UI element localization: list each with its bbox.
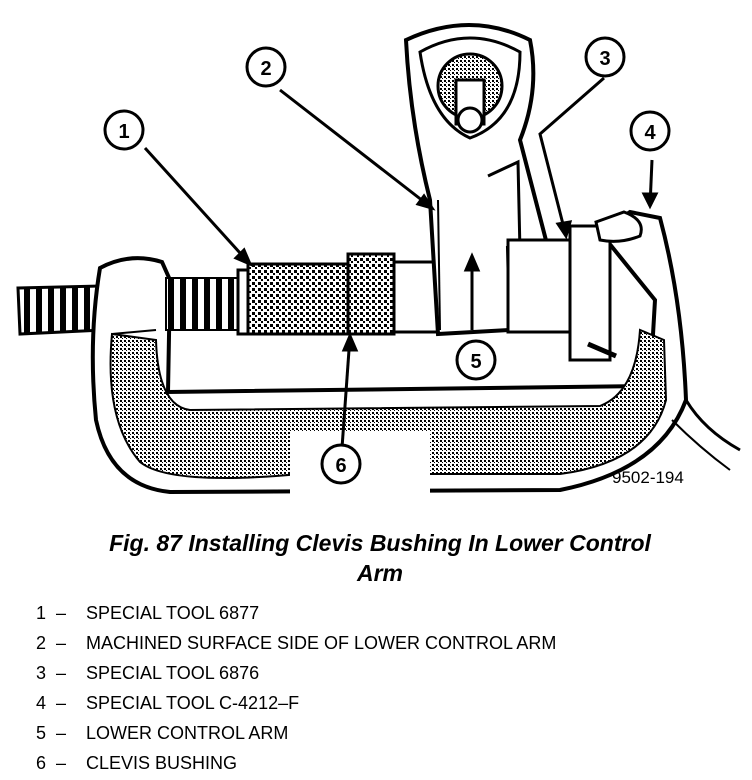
callout-5-label: 5 xyxy=(470,351,481,373)
legend-label: MACHINED SURFACE SIDE OF LOWER CONTROL A… xyxy=(86,633,557,653)
callout-6: 6 xyxy=(320,443,362,485)
legend-label: LOWER CONTROL ARM xyxy=(86,723,289,743)
forcing-screw xyxy=(165,268,252,336)
legend-number: 5 xyxy=(36,723,47,743)
legend-dash: – xyxy=(56,753,67,773)
callout-4: 4 xyxy=(629,110,671,152)
clevis-bushing xyxy=(346,252,440,336)
legend-item: 4–SPECIAL TOOL C-4212–F xyxy=(36,688,736,718)
callout-2: 2 xyxy=(245,46,287,88)
legend-item: 6–CLEVIS BUSHING xyxy=(36,748,736,778)
legend-dash: – xyxy=(56,603,67,623)
legend-item: 1–SPECIAL TOOL 6877 xyxy=(36,598,736,628)
legend-dash: – xyxy=(56,633,67,653)
legend-dash: – xyxy=(56,693,67,713)
legend-number: 2 xyxy=(36,633,47,653)
press-screw xyxy=(16,284,106,336)
leader-lines xyxy=(143,76,659,449)
legend-label: SPECIAL TOOL 6876 xyxy=(86,663,260,683)
legend-number: 4 xyxy=(36,693,47,713)
legend-label: SPECIAL TOOL 6877 xyxy=(86,603,260,623)
callout-4-label: 4 xyxy=(644,122,656,144)
legend-item: 3–SPECIAL TOOL 6876 xyxy=(36,658,736,688)
legend-dash: – xyxy=(56,723,67,743)
figure-reference: 9502-194 xyxy=(612,468,684,487)
special-tool-6877 xyxy=(246,262,352,336)
legend-item: 2–MACHINED SURFACE SIDE OF LOWER CONTROL… xyxy=(36,628,736,658)
callout-1-label: 1 xyxy=(118,121,129,143)
special-tool-6876 xyxy=(506,210,643,362)
legend-number: 1 xyxy=(36,603,47,623)
legend-item: 5–LOWER CONTROL ARM xyxy=(36,718,736,748)
callout-3: 3 xyxy=(584,36,626,78)
legend-label: CLEVIS BUSHING xyxy=(86,753,238,773)
legend-number: 3 xyxy=(36,663,47,683)
callout-5: 5 xyxy=(455,339,497,381)
callout-2-label: 2 xyxy=(260,58,271,80)
callout-6-label: 6 xyxy=(335,455,346,477)
figure-caption: Fig. 87 Installing Clevis Bushing In Low… xyxy=(30,528,730,588)
lower-control-arm xyxy=(403,23,551,337)
legend-dash: – xyxy=(56,663,67,683)
caption-line-1: Fig. 87 Installing Clevis Bushing In Low… xyxy=(109,530,651,556)
clevis-bushing-installation-diagram: 1 2 3 4 5 6 9502-194 xyxy=(16,23,741,495)
caption-line-2: Arm xyxy=(356,560,403,586)
callout-1: 1 xyxy=(103,109,145,151)
legend-label: SPECIAL TOOL C-4212–F xyxy=(86,693,300,713)
c-frame-press xyxy=(90,209,741,495)
callout-3-label: 3 xyxy=(599,48,610,70)
legend-number: 6 xyxy=(36,753,47,773)
legend-list: 1–SPECIAL TOOL 6877 2–MACHINED SURFACE S… xyxy=(36,598,736,778)
